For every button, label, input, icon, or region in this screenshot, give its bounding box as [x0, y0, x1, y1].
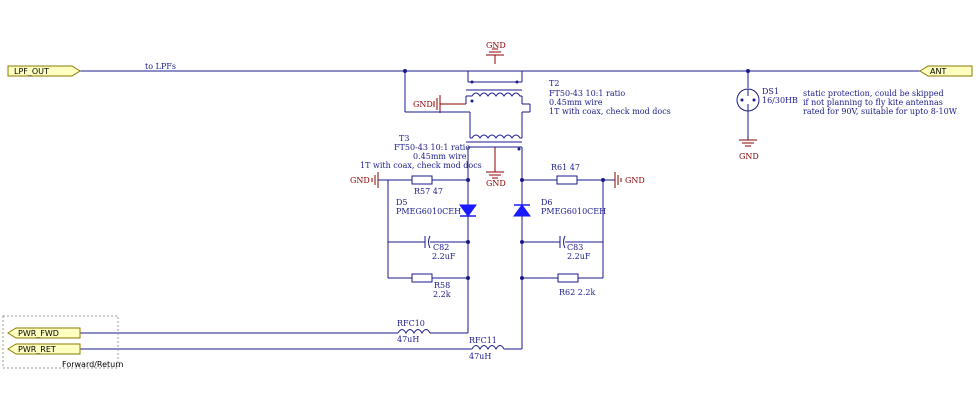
transformer-t3[interactable]: GND — [404, 71, 531, 188]
ds1-ref: DS1 — [762, 87, 779, 96]
c82-ref: C82 — [433, 243, 449, 252]
ds1-note2: if not planning to fly kite antennas — [803, 98, 943, 107]
t3-line1: FT50-43 10:1 ratio — [394, 143, 470, 152]
port-ant-label: ANT — [930, 67, 946, 76]
rfc10-ref: RFC10 — [397, 319, 425, 328]
port-ant[interactable]: ANT — [919, 65, 973, 77]
gnd-label: GND — [486, 179, 506, 188]
rfc11-value: 47uH — [469, 352, 491, 361]
c83-value: 2.2uF — [567, 252, 591, 261]
net-label-to-lpfs: to LPFs — [145, 62, 176, 71]
gnd-label: GND — [739, 152, 759, 161]
gnd-label: GND — [625, 176, 645, 185]
t2-ref: T2 — [549, 79, 559, 88]
port-pwr-ret[interactable]: PWR_RET — [7, 343, 81, 355]
d6-ref: D6 — [541, 198, 553, 207]
port-pwr-fwd[interactable]: PWR_FWD — [7, 327, 81, 339]
rfc10-value: 47uH — [397, 335, 419, 344]
rfc11-ref: RFC11 — [469, 336, 497, 345]
t3-ref: T3 — [399, 134, 409, 143]
inductor-rfc11[interactable] — [471, 345, 505, 351]
transformer-t2[interactable]: GND — [465, 41, 523, 104]
gnd-label: GND — [350, 176, 370, 185]
capacitor-c83[interactable] — [559, 235, 566, 249]
t2-line3: 1T with coax, check mod docs — [549, 107, 671, 116]
diode-d6[interactable] — [513, 180, 531, 349]
d5-ref: D5 — [396, 198, 408, 207]
box-label: Forward/Return — [62, 360, 123, 369]
c82-value: 2.2uF — [432, 252, 456, 261]
ds1-note3: rated for 90V, suitable for upto 8-10W — [803, 107, 958, 116]
diode-d5[interactable] — [459, 180, 477, 333]
r58-ref: R58 — [434, 281, 450, 290]
gnd-t2-left: GND — [413, 95, 466, 113]
r62-label: R62 2.2k — [559, 288, 595, 297]
gdt-ds1[interactable]: GND — [736, 71, 760, 161]
port-lpf-out[interactable]: LPF_OUT — [7, 65, 81, 77]
ds1-value: 16/30HB — [762, 96, 798, 105]
r57-label: R57 47 — [414, 187, 443, 196]
resistor-r61[interactable] — [556, 175, 578, 185]
port-lpf-out-label: LPF_OUT — [14, 67, 49, 76]
t3-line2: 0.45mm wire — [413, 152, 467, 161]
resistor-r57[interactable] — [411, 175, 433, 185]
t2-line2: 0.45mm wire — [549, 98, 603, 107]
forward-return-box: Forward/Return — [2, 315, 123, 369]
t3-line3: 1T with coax, check mod docs — [360, 161, 482, 170]
gnd-label: GND — [486, 41, 506, 50]
gnd-right: GND — [614, 172, 645, 188]
t2-line1: FT50-43 10:1 ratio — [549, 89, 625, 98]
d5-value: PMEG6010CEH — [396, 207, 461, 216]
capacitor-c82[interactable] — [424, 235, 431, 249]
resistor-r62[interactable] — [557, 273, 579, 283]
resistor-r58[interactable] — [411, 273, 433, 283]
port-pwr-fwd-label: PWR_FWD — [18, 329, 59, 338]
r61-label: R61 47 — [551, 163, 580, 172]
gnd-label: GND — [413, 100, 433, 109]
c83-ref: C83 — [567, 243, 583, 252]
ds1-note1: static protection, could be skipped — [803, 89, 944, 98]
port-pwr-ret-label: PWR_RET — [18, 345, 56, 354]
d6-value: PMEG6010CEH — [541, 207, 606, 216]
inductor-rfc10[interactable] — [397, 329, 431, 335]
gnd-left: GND — [350, 172, 379, 188]
r58-value: 2.2k — [433, 290, 451, 299]
